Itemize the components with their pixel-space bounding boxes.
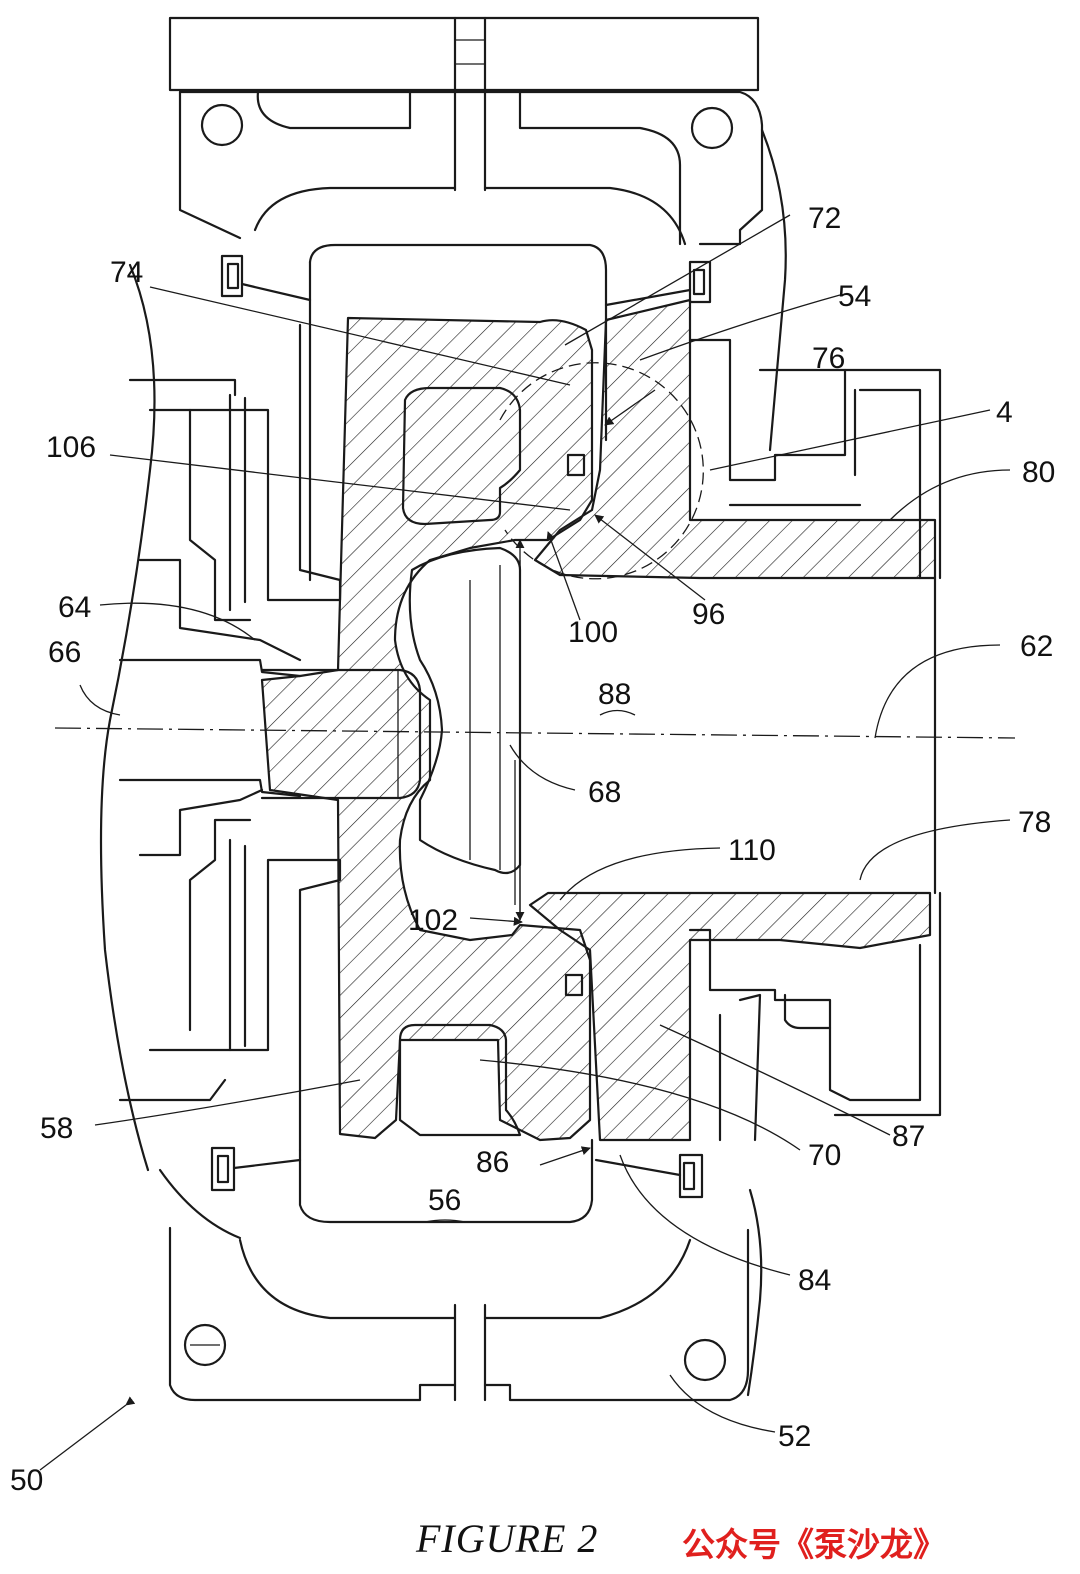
reference-labels: 72 74 54 76 4 106 80 64 96 100 62 66 88 …: [10, 202, 1055, 1497]
label-74: 74: [110, 256, 143, 289]
arrows: [39, 389, 706, 1471]
flow-passage: [408, 546, 522, 905]
volute-casing: [528, 128, 942, 1397]
motor-can: [210, 243, 712, 1224]
label-86: 86: [476, 1146, 509, 1179]
label-56: 56: [428, 1184, 461, 1217]
label-87: 87: [892, 1120, 925, 1153]
label-88: 88: [598, 678, 631, 711]
label-68: 68: [588, 776, 621, 809]
leader-lines: [79, 214, 1011, 1433]
figure-caption: FIGURE 2: [416, 1516, 599, 1561]
shaft: [260, 668, 422, 800]
label-72: 72: [808, 202, 841, 235]
label-66: 66: [48, 636, 81, 669]
label-70: 70: [808, 1139, 841, 1172]
watermark-text: 公众号《泵沙龙》: [682, 1525, 946, 1564]
label-58: 58: [40, 1112, 73, 1145]
pump-casing: [99, 90, 764, 1402]
label-78: 78: [1018, 806, 1051, 839]
label-50: 50: [10, 1464, 43, 1497]
impeller-body: [260, 316, 594, 1142]
label-80: 80: [1022, 456, 1055, 489]
label-96: 96: [692, 598, 725, 631]
label-110: 110: [728, 834, 776, 867]
label-100: 100: [568, 616, 618, 649]
label-4: 4: [996, 396, 1013, 429]
wear-ring-detail-circle: [499, 362, 704, 580]
label-84: 84: [798, 1264, 831, 1297]
label-64: 64: [58, 591, 91, 624]
top-flange: [168, 16, 760, 192]
label-76: 76: [812, 342, 845, 375]
label-52: 52: [778, 1420, 811, 1453]
label-102: 102: [408, 904, 458, 937]
centerline: [54, 727, 1016, 739]
label-54: 54: [838, 280, 871, 313]
label-62: 62: [1020, 630, 1053, 663]
label-106: 106: [46, 431, 96, 464]
